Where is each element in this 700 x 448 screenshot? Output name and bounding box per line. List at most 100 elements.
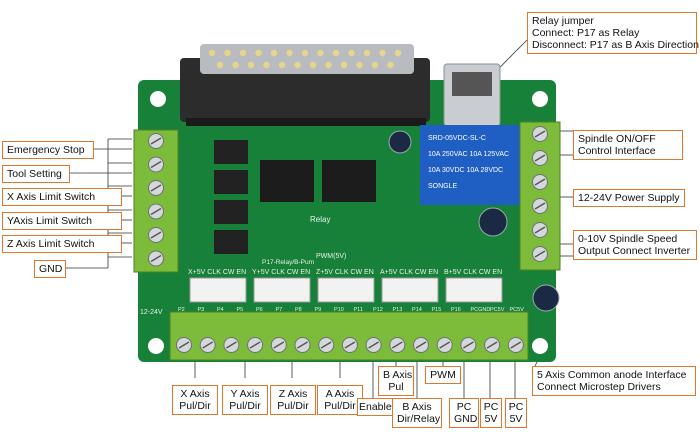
pc-5v-2-line2: 5V	[509, 413, 523, 425]
capacitor-1	[388, 130, 412, 154]
axis-header-label: X+5V CLK CW EN	[188, 269, 246, 276]
db25-pin	[216, 61, 224, 69]
callout-power-supply: 12-24V Power Supply	[573, 189, 685, 207]
db25-pin	[278, 61, 286, 69]
db25-pin	[317, 49, 324, 57]
y-axis-line1: Y Axis	[230, 388, 260, 400]
callout-speed: 0-10V Spindle Speed Output Connect Inver…	[573, 230, 697, 260]
bottom-pin-label: P14	[412, 307, 422, 313]
db25-pin	[294, 61, 301, 69]
bottom-pin-label: P16	[451, 307, 461, 313]
a-axis-line1: A Axis	[325, 388, 355, 400]
relay-marking: 10A 250VAC 10A 125VAC	[428, 151, 509, 158]
left-terminal-block	[133, 129, 179, 273]
bottom-pin-label: P15	[432, 307, 442, 313]
db25-pin	[348, 49, 355, 57]
pc-5v-1-line1: PC	[483, 401, 499, 413]
z-axis-line2: Pul/Dir	[277, 400, 309, 412]
callout-spindle-onoff: Spindle ON/OFF Control Interface	[573, 130, 683, 160]
callout-b-axis-dir: B Axis Dir/Relay	[392, 398, 442, 428]
x-limit-label: X Axis Limit Switch	[7, 191, 96, 203]
ic-2	[322, 160, 376, 202]
db25-pin	[394, 49, 402, 57]
silk-1224v: 12-24V	[140, 309, 163, 316]
x-axis-line2: Pul/Dir	[179, 400, 211, 412]
db25-pin	[379, 49, 386, 57]
callout-z-limit: Z Axis Limit Switch	[2, 235, 122, 253]
db25-pin	[363, 49, 371, 57]
b-axis-pul-line1: B Axis	[383, 369, 413, 381]
db25-pin	[301, 49, 309, 57]
callout-x-axis: X Axis Pul/Dir	[172, 385, 218, 415]
db25-pin	[387, 61, 394, 69]
db25-pin	[286, 49, 293, 57]
callout-common-anode: 5 Axis Common anode Interface Connect Mi…	[532, 366, 696, 396]
power-supply-label: 12-24V Power Supply	[578, 192, 680, 204]
callout-tool-setting: Tool Setting	[2, 165, 70, 183]
bottom-pin-label: PC5V	[510, 307, 525, 313]
db25-pin	[340, 61, 348, 69]
speed-line2: Output Connect Inverter	[578, 245, 691, 257]
db25-pin	[208, 49, 216, 57]
relay-jumper-title: Relay jumper	[532, 15, 594, 27]
axis-header-connector	[189, 277, 247, 303]
silk-relay: Relay	[310, 215, 330, 224]
db25-connector	[180, 44, 430, 126]
a-axis-line2: Pul/Dir	[324, 400, 356, 412]
axis-header-label: B+5V CLK CW EN	[444, 269, 502, 276]
relay-jumper-connect: Connect: P17 as Relay	[532, 27, 640, 39]
right-terminal-block	[519, 121, 561, 271]
pc-5v-1-line2: 5V	[484, 413, 498, 425]
spindle-onoff-line1: Spindle ON/OFF	[578, 133, 656, 145]
bottom-pin-label: P8	[295, 307, 302, 313]
emergency-stop-label: Emergency Stop	[7, 144, 85, 156]
callout-enable: Enable	[357, 398, 393, 416]
axis-header-connector	[253, 277, 311, 303]
axis-header-label: Z+5V CLK CW EN	[316, 269, 374, 276]
pc-5v-2-line1: PC	[508, 401, 524, 413]
capacitor-2	[478, 207, 508, 237]
silk-pwm: PWM(5V)	[316, 253, 346, 260]
pc-gnd-line2: GND	[454, 413, 478, 425]
relay-jumper-disconnect: Disconnect: P17 as B Axis Direction	[532, 39, 699, 51]
bottom-pin-label: P13	[393, 307, 403, 313]
bottom-pin-label: P6	[256, 307, 263, 313]
db25-pin	[255, 49, 262, 57]
db25-pin	[263, 61, 270, 69]
callout-pc-gnd: PC GND	[449, 398, 479, 428]
bottom-pin-label: PC5V	[490, 307, 505, 313]
db25-pin	[239, 49, 247, 57]
callout-b-axis-pul: B Axis Pul	[378, 366, 414, 396]
bottom-pin-label: P12	[373, 307, 383, 313]
axis-header-label: Y+5V CLK CW EN	[252, 269, 310, 276]
bottom-pin-label: P11	[354, 307, 363, 313]
callout-x-limit: X Axis Limit Switch	[2, 188, 122, 206]
bottom-pin-label: P2	[178, 307, 185, 313]
b-axis-dir-line1: B Axis	[402, 401, 432, 413]
enable-label: Enable	[359, 401, 392, 413]
db25-pin	[309, 61, 317, 69]
common-anode-line1: 5 Axis Common anode Interface	[537, 369, 687, 381]
octocouplers	[214, 140, 248, 254]
db25-pin	[270, 49, 278, 57]
callout-emergency-stop: Emergency Stop	[2, 141, 94, 159]
relay-marking: 10A 30VDC 10A 28VDC	[428, 167, 503, 174]
callout-pc-5v-1: PC 5V	[480, 398, 502, 428]
z-axis-line1: Z Axis	[278, 388, 308, 400]
bottom-pin-label: P10	[334, 307, 344, 313]
callout-y-axis: Y Axis Pul/Dir	[222, 385, 268, 415]
axis-header-label: A+5V CLK CW EN	[380, 269, 438, 276]
db25-pin	[332, 49, 340, 57]
db25-pin	[371, 61, 379, 69]
pwm-label: PWM	[430, 369, 456, 381]
db25-pin	[356, 61, 363, 69]
gnd-label: GND	[39, 263, 63, 275]
relay-marking: SRD-05VDC-SL-C	[428, 135, 486, 142]
axis-header-connector	[381, 277, 439, 303]
y-limit-label: YAxis Limit Switch	[7, 215, 92, 227]
callout-pc-5v-2: PC 5V	[505, 398, 527, 428]
db25-pin	[247, 61, 255, 69]
callout-relay-jumper: Relay jumper Connect: P17 as Relay Disco…	[527, 12, 699, 54]
